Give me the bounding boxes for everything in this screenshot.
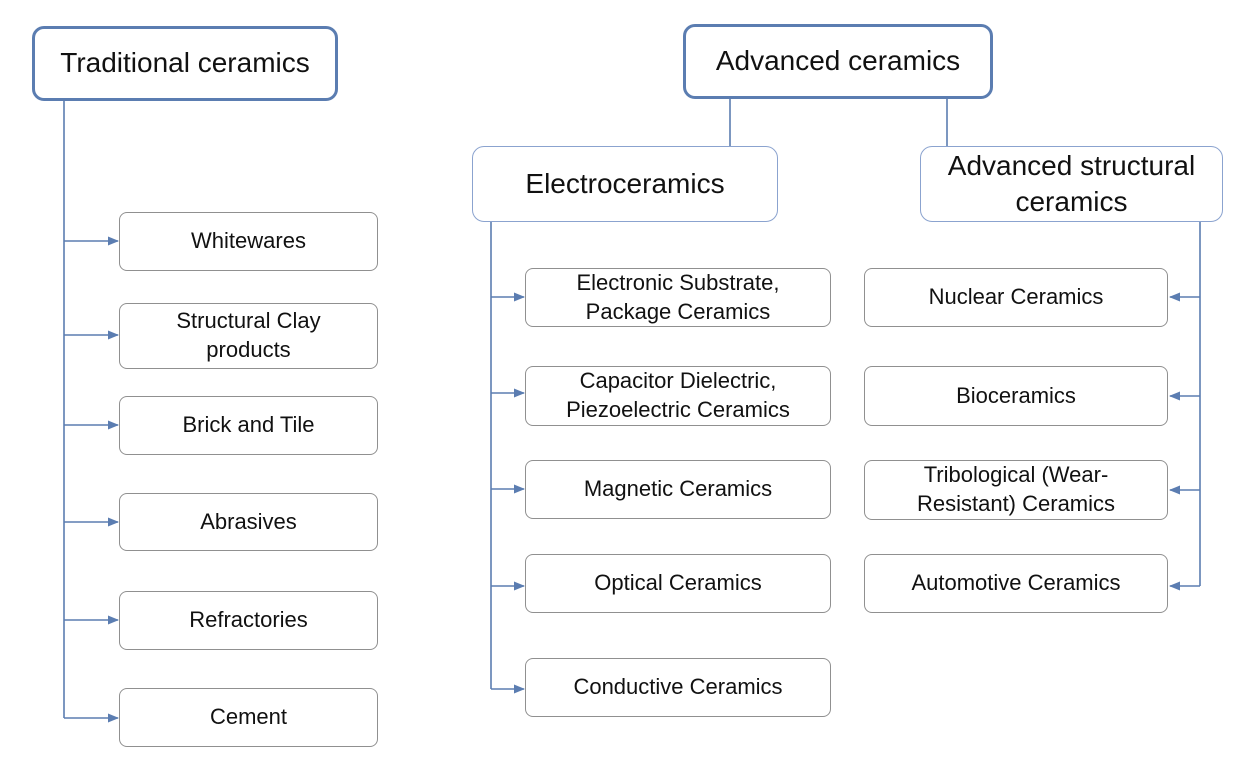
brick-tile-label: Brick and Tile [182, 412, 315, 438]
tribological-ceramics-label: Tribological (Wear-Resistant) Ceramics [916, 462, 1116, 516]
abrasives-label: Abrasives [200, 508, 297, 534]
conductive-ceramics-label: Conductive Ceramics [573, 674, 783, 700]
magnetic-ceramics-node: Magnetic Ceramics [525, 460, 831, 519]
structural-clay-node: Structural Clay products [119, 303, 378, 369]
capacitor-dielectric-node: Capacitor Dielectric, Piezoelectric Cera… [525, 366, 831, 426]
bioceramics-label: Bioceramics [956, 382, 1076, 408]
nuclear-ceramics-node: Nuclear Ceramics [864, 268, 1168, 327]
abrasives-node: Abrasives [119, 493, 378, 551]
advanced-ceramics-node: Advanced ceramics [683, 24, 993, 99]
magnetic-ceramics-label: Magnetic Ceramics [583, 476, 773, 502]
conductive-ceramics-node: Conductive Ceramics [525, 658, 831, 717]
bioceramics-node: Bioceramics [864, 366, 1168, 426]
electroceramics-node: Electroceramics [472, 146, 778, 222]
refractories-node: Refractories [119, 591, 378, 650]
cement-node: Cement [119, 688, 378, 747]
capacitor-dielectric-label: Capacitor Dielectric, Piezoelectric Cera… [566, 368, 790, 422]
automotive-ceramics-node: Automotive Ceramics [864, 554, 1168, 613]
optical-ceramics-label: Optical Ceramics [594, 570, 762, 596]
structural-ceramics-label: Advanced structural ceramics [947, 149, 1196, 217]
nuclear-ceramics-label: Nuclear Ceramics [928, 284, 1104, 310]
traditional-ceramics-node: Traditional ceramics [32, 26, 338, 101]
whitewares-label: Whitewares [191, 228, 306, 254]
refractories-label: Refractories [189, 607, 308, 633]
electronic-substrate-label: Electronic Substrate, Package Ceramics [576, 269, 780, 324]
automotive-ceramics-label: Automotive Ceramics [911, 570, 1121, 596]
structural-clay-label: Structural Clay products [176, 308, 321, 362]
brick-tile-node: Brick and Tile [119, 396, 378, 455]
optical-ceramics-node: Optical Ceramics [525, 554, 831, 613]
whitewares-node: Whitewares [119, 212, 378, 271]
structural-ceramics-node: Advanced structural ceramics [920, 146, 1223, 222]
electronic-substrate-node: Electronic Substrate, Package Ceramics [525, 268, 831, 327]
tribological-ceramics-node: Tribological (Wear-Resistant) Ceramics [864, 460, 1168, 520]
cement-label: Cement [209, 704, 288, 730]
electroceramics-label: Electroceramics [525, 167, 725, 199]
advanced-ceramics-label: Advanced ceramics [715, 45, 961, 77]
traditional-ceramics-label: Traditional ceramics [60, 47, 310, 79]
